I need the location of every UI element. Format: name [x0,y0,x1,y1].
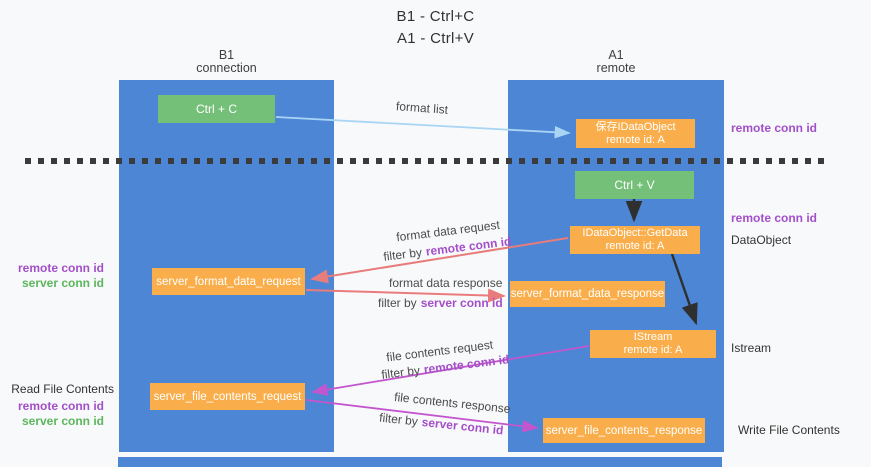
lane-a1-subtitle: remote [596,61,636,75]
istream-line2: remote id: A [623,344,683,356]
left-conn-id-stack-bottom: remote conn id server conn id [0,399,104,429]
bottom-lane-strip [118,457,722,467]
ctrl-v-label: Ctrl + V [614,178,655,192]
arrow-label-format-data-response: format data response [389,276,503,290]
diagram-title: B1 - Ctrl+C A1 - Ctrl+V [0,6,871,50]
lane-header-b1: B1 connection [119,49,334,75]
save-idataobject-line2: remote id: A [606,133,665,146]
node-server-file-contents-response: server_file_contents_response [543,418,705,443]
arrow-getdata-to-istream [670,253,698,326]
right-label-istream: Istream [731,341,772,355]
right-label-dataobject: DataObject [731,233,792,247]
right-label-write-file-contents: Write File Contents [738,423,840,437]
right-label-remote-conn-id-mid: remote conn id [731,211,818,225]
node-ctrl-v: Ctrl + V [575,171,694,199]
left-label-read-file-contents: Read File Contents [11,382,114,396]
ctrl-c-label: Ctrl + C [195,102,237,116]
node-server-file-contents-request: server_file_contents_request [150,383,305,410]
node-idataobject-getdata: IDataObject::GetData remote id: A [570,226,700,254]
arrow-format-list [275,116,571,139]
getdata-line2: remote id: A [605,240,665,252]
node-server-format-data-response: server_format_data_response [510,281,665,307]
node-istream: IStream remote id: A [590,330,716,358]
arrow-file-contents-request [311,345,590,396]
right-label-remote-conn-id-top: remote conn id [731,121,818,135]
server-conn-id-keyword: server conn id [420,296,503,310]
phase-separator-dashed-line [25,158,831,164]
file-request-label: server_file_contents_request [153,390,302,403]
arrow-file-contents-response [305,399,539,433]
arrow-format-data-response [305,288,506,303]
title-line-2: A1 - Ctrl+V [396,30,475,47]
title-line-1: B1 - Ctrl+C [396,8,475,25]
node-ctrl-c: Ctrl + C [158,95,275,123]
save-idataobject-line1: 保存IDataObject [595,120,676,133]
lane-a1-title: A1 [608,48,624,62]
istream-line1: IStream [633,331,673,343]
format-request-label: server_format_data_request [156,275,301,288]
node-server-format-data-request: server_format_data_request [152,268,305,295]
left-label-remote-conn-id-bottom: remote conn id [17,399,104,413]
left-label-server-conn-id-mid: server conn id [21,276,104,290]
lane-b1-title: B1 [218,48,235,62]
lane-header-a1: A1 remote [508,49,724,75]
lane-b1-subtitle: connection [196,61,257,75]
left-conn-id-stack-mid: remote conn id server conn id [0,261,104,291]
getdata-line1: IDataObject::GetData [582,227,688,239]
filter-by-text: filter by [378,296,417,310]
node-save-idataobject: 保存IDataObject remote id: A [576,119,695,148]
file-response-label: server_file_contents_response [545,424,703,437]
left-label-server-conn-id-bottom: server conn id [21,414,104,428]
format-response-label: server_format_data_response [510,288,665,300]
left-label-remote-conn-id-mid: remote conn id [17,261,104,275]
arrow-format-data-request [310,237,569,284]
